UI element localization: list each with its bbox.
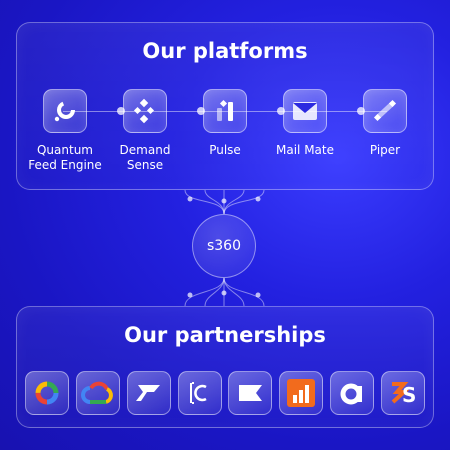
platforms-row: Quantum Feed Engine Demand Sense Pulse M… (28, 89, 417, 185)
platform-mail-mate[interactable]: Mail Mate (265, 89, 345, 158)
connector-dot (117, 107, 125, 115)
platform-piper[interactable]: Piper (345, 89, 425, 158)
partner-flag-logo-icon[interactable] (228, 371, 273, 415)
connector-dot (357, 107, 365, 115)
platform-label: Piper (369, 143, 401, 157)
partner-c-bracket-logo-icon[interactable] (177, 371, 222, 415)
platforms-connector-line (63, 111, 387, 112)
platform-pulse[interactable]: Pulse (185, 89, 265, 158)
partner-s-logo-icon[interactable]: S (380, 371, 425, 415)
platform-label: Mail Mate (276, 143, 334, 157)
bar-chart-logo-icon[interactable] (279, 371, 324, 415)
partner-ring-logo-icon[interactable] (25, 371, 69, 415)
partnerships-panel: Our partnerships (16, 306, 434, 428)
connector-dot (197, 107, 205, 115)
piper-icon (363, 89, 407, 133)
quantum-feed-engine-icon (43, 89, 87, 133)
partner-a-logo-icon[interactable] (330, 371, 375, 415)
partners-row: S (25, 371, 425, 417)
hub-label: s360 (206, 238, 241, 254)
platforms-panel: Our platforms Quantum Feed Engine Demand… (16, 22, 434, 190)
pulse-icon (203, 89, 247, 133)
google-cloud-logo-icon[interactable] (75, 371, 120, 415)
platform-demand-sense[interactable]: Demand Sense (105, 89, 185, 173)
s360-hub[interactable]: s360 (192, 214, 256, 278)
demand-sense-icon (123, 89, 167, 133)
platform-label: Demand Sense (119, 143, 171, 172)
platform-quantum-feed-engine[interactable]: Quantum Feed Engine (25, 89, 105, 173)
platform-label: Pulse (209, 143, 241, 157)
partnerships-title: Our partnerships (124, 323, 326, 347)
partner-bolt-logo-icon[interactable] (126, 371, 171, 415)
platforms-title: Our platforms (142, 39, 308, 63)
svg-text:S: S (402, 383, 416, 407)
platform-label: Quantum Feed Engine (28, 143, 102, 172)
mail-mate-icon (283, 89, 327, 133)
connector-dot (277, 107, 285, 115)
